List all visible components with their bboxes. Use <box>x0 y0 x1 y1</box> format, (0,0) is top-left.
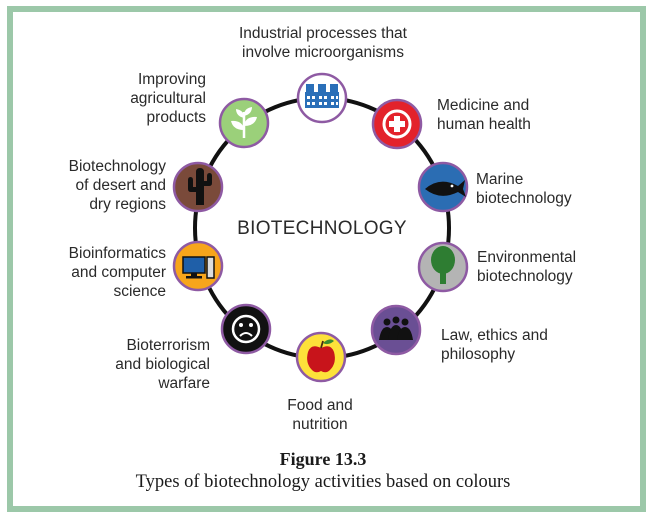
node-marine <box>417 161 469 213</box>
node-law <box>370 304 422 356</box>
label-law: Law, ethics and philosophy <box>441 327 548 363</box>
tree-icon <box>431 246 455 284</box>
label-medicine: Medicine and human health <box>437 97 531 133</box>
label-bioterrorism: Bioterrorism and biological warfare <box>115 337 210 392</box>
factory-icon <box>305 84 339 108</box>
label-bioinformatics: Bioinformatics and computer science <box>68 245 166 300</box>
medical-cross-icon <box>382 109 412 139</box>
node-bioterrorism <box>220 303 272 355</box>
frown-face-icon <box>231 314 261 344</box>
label-environmental: Environmental biotechnology <box>477 249 577 285</box>
fish-icon <box>425 180 466 197</box>
apple-icon <box>307 339 335 373</box>
cactus-icon <box>188 168 212 205</box>
plant-icon <box>231 107 257 138</box>
figure-number: Figure 13.3 <box>279 449 367 469</box>
node-agricultural <box>218 97 270 149</box>
label-desert: Biotechnology of desert and dry regions <box>68 158 166 213</box>
figure-caption: Types of biotechnology activities based … <box>135 472 511 492</box>
node-industrial <box>296 72 348 124</box>
label-marine: Marine biotechnology <box>476 171 572 207</box>
people-icon <box>379 316 413 340</box>
label-industrial: Industrial processes that involve microo… <box>238 25 407 61</box>
computer-icon <box>182 256 215 279</box>
node-desert <box>172 161 224 213</box>
node-food <box>295 331 347 383</box>
node-bioinformatics <box>172 240 224 292</box>
node-medicine <box>371 98 423 150</box>
node-environmental <box>417 241 469 293</box>
label-agricultural: Improving agricultural products <box>130 71 206 126</box>
label-food: Food and nutrition <box>287 397 353 433</box>
center-title: BIOTECHNOLOGY <box>237 218 407 239</box>
